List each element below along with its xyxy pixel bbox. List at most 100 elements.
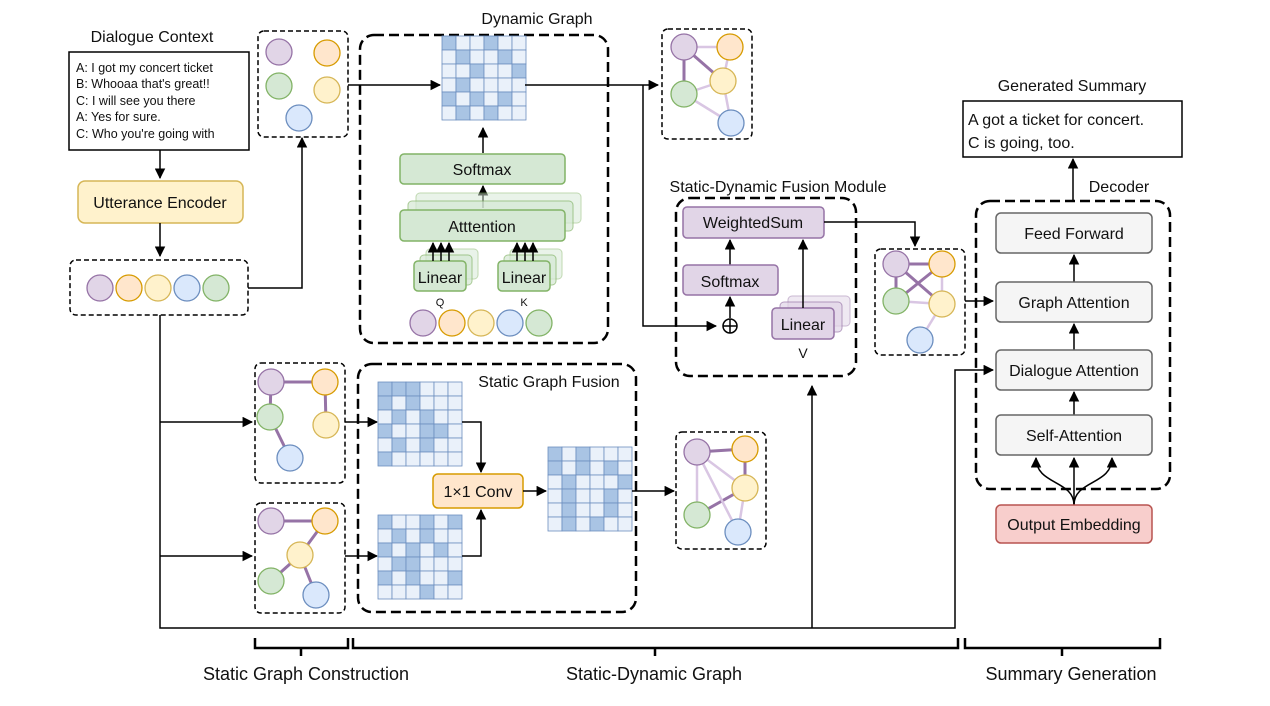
matrix-cell — [377, 570, 393, 586]
matrix-cell — [377, 395, 393, 411]
matrix-cell — [603, 516, 619, 532]
green-node — [265, 72, 293, 100]
matrix-cell — [575, 516, 591, 532]
matrix-cell — [617, 516, 633, 532]
summary-title: Generated Summary — [998, 78, 1147, 95]
matrix-cell — [561, 474, 577, 490]
yellow-node — [313, 76, 341, 104]
orange-node — [311, 507, 339, 535]
matrix-cell — [511, 49, 527, 65]
matrix-cell — [377, 514, 393, 530]
green-node — [257, 567, 285, 595]
matrix-cell — [483, 91, 499, 107]
matrix-cell — [469, 77, 485, 93]
matrix-cell — [575, 460, 591, 476]
k-label: K — [520, 297, 528, 309]
matrix-cell — [511, 105, 527, 121]
matrix-cell — [455, 35, 471, 51]
fusion-module-box — [674, 196, 858, 378]
node-set-box — [257, 30, 349, 138]
matrix-cell — [617, 474, 633, 490]
matrix-cell — [433, 556, 449, 572]
matrix-cell — [405, 542, 421, 558]
dynamic-input-embeddings — [409, 309, 553, 337]
static-fusion-box — [356, 362, 638, 614]
matrix-cell — [391, 437, 407, 453]
green-node — [683, 501, 711, 529]
fused-graph — [882, 250, 956, 354]
linear-k-box — [497, 260, 551, 292]
matrix-cell — [617, 488, 633, 504]
purple-node — [257, 368, 285, 396]
matrix-cell — [419, 437, 435, 453]
softmax-dyn-label: Softmax — [453, 162, 512, 179]
matrix-cell — [391, 542, 407, 558]
matrix-cell — [433, 514, 449, 530]
section-summary-generation: Summary Generation — [985, 664, 1156, 684]
purple-node — [265, 38, 293, 66]
orange-node — [731, 435, 759, 463]
yellow-node — [312, 411, 340, 439]
matrix-cell — [377, 409, 393, 425]
blue-node — [173, 274, 201, 302]
matrix-cell — [405, 514, 421, 530]
blue-node — [496, 309, 524, 337]
matrix-cell — [589, 460, 605, 476]
matrix-cell — [405, 437, 421, 453]
matrix-cell — [561, 488, 577, 504]
static-adjacency-matrix-2 — [377, 514, 463, 600]
matrix-cell — [447, 584, 463, 600]
matrix-cell — [497, 105, 513, 121]
decoder-box — [974, 199, 1172, 491]
softmax-fusion-box — [682, 264, 779, 296]
matrix-cell — [455, 63, 471, 79]
matrix-cell — [433, 528, 449, 544]
v-label: V — [798, 345, 808, 361]
dialogue-line: C: Who you're going with — [76, 127, 215, 141]
matrix-cell — [483, 77, 499, 93]
utterance-encoder-label: Utterance Encoder — [93, 195, 227, 212]
output-embedding-label: Output Embedding — [1007, 517, 1140, 534]
matrix-cell — [561, 502, 577, 518]
matrix-cell — [405, 409, 421, 425]
orange-node — [311, 368, 339, 396]
matrix-cell — [441, 63, 457, 79]
matrix-cell — [469, 35, 485, 51]
matrix-cell — [419, 381, 435, 397]
brace-static-construction — [253, 638, 350, 656]
blue-node — [724, 518, 752, 546]
summary-box — [962, 100, 1183, 158]
matrix-cell — [433, 451, 449, 467]
feed-forward-box — [995, 212, 1153, 254]
matrix-cell — [455, 105, 471, 121]
matrix-cell — [441, 105, 457, 121]
dialogue-line: A: I got my concert ticket — [76, 61, 213, 75]
self-attention-box — [995, 414, 1153, 456]
dynamic-adjacency-matrix — [441, 35, 527, 121]
matrix-cell — [561, 460, 577, 476]
matrix-cell — [589, 516, 605, 532]
dynamic-graph-title: Dynamic Graph — [481, 11, 592, 28]
matrix-cell — [547, 446, 563, 462]
matrix-cell — [419, 556, 435, 572]
blue-node — [276, 444, 304, 472]
matrix-cell — [433, 542, 449, 558]
matrix-cell — [455, 77, 471, 93]
matrix-cell — [447, 528, 463, 544]
matrix-cell — [391, 451, 407, 467]
linear-q-box — [413, 260, 467, 292]
matrix-cell — [405, 584, 421, 600]
orange-node — [438, 309, 466, 337]
orange-node — [313, 39, 341, 67]
yellow-node — [731, 474, 759, 502]
matrix-cell — [377, 542, 393, 558]
matrix-cell — [483, 49, 499, 65]
matrix-cell — [419, 584, 435, 600]
matrix-cell — [497, 49, 513, 65]
matrix-cell — [391, 570, 407, 586]
purple-node — [882, 250, 910, 278]
linear-v-label: Linear — [781, 317, 826, 334]
matrix-cell — [483, 63, 499, 79]
